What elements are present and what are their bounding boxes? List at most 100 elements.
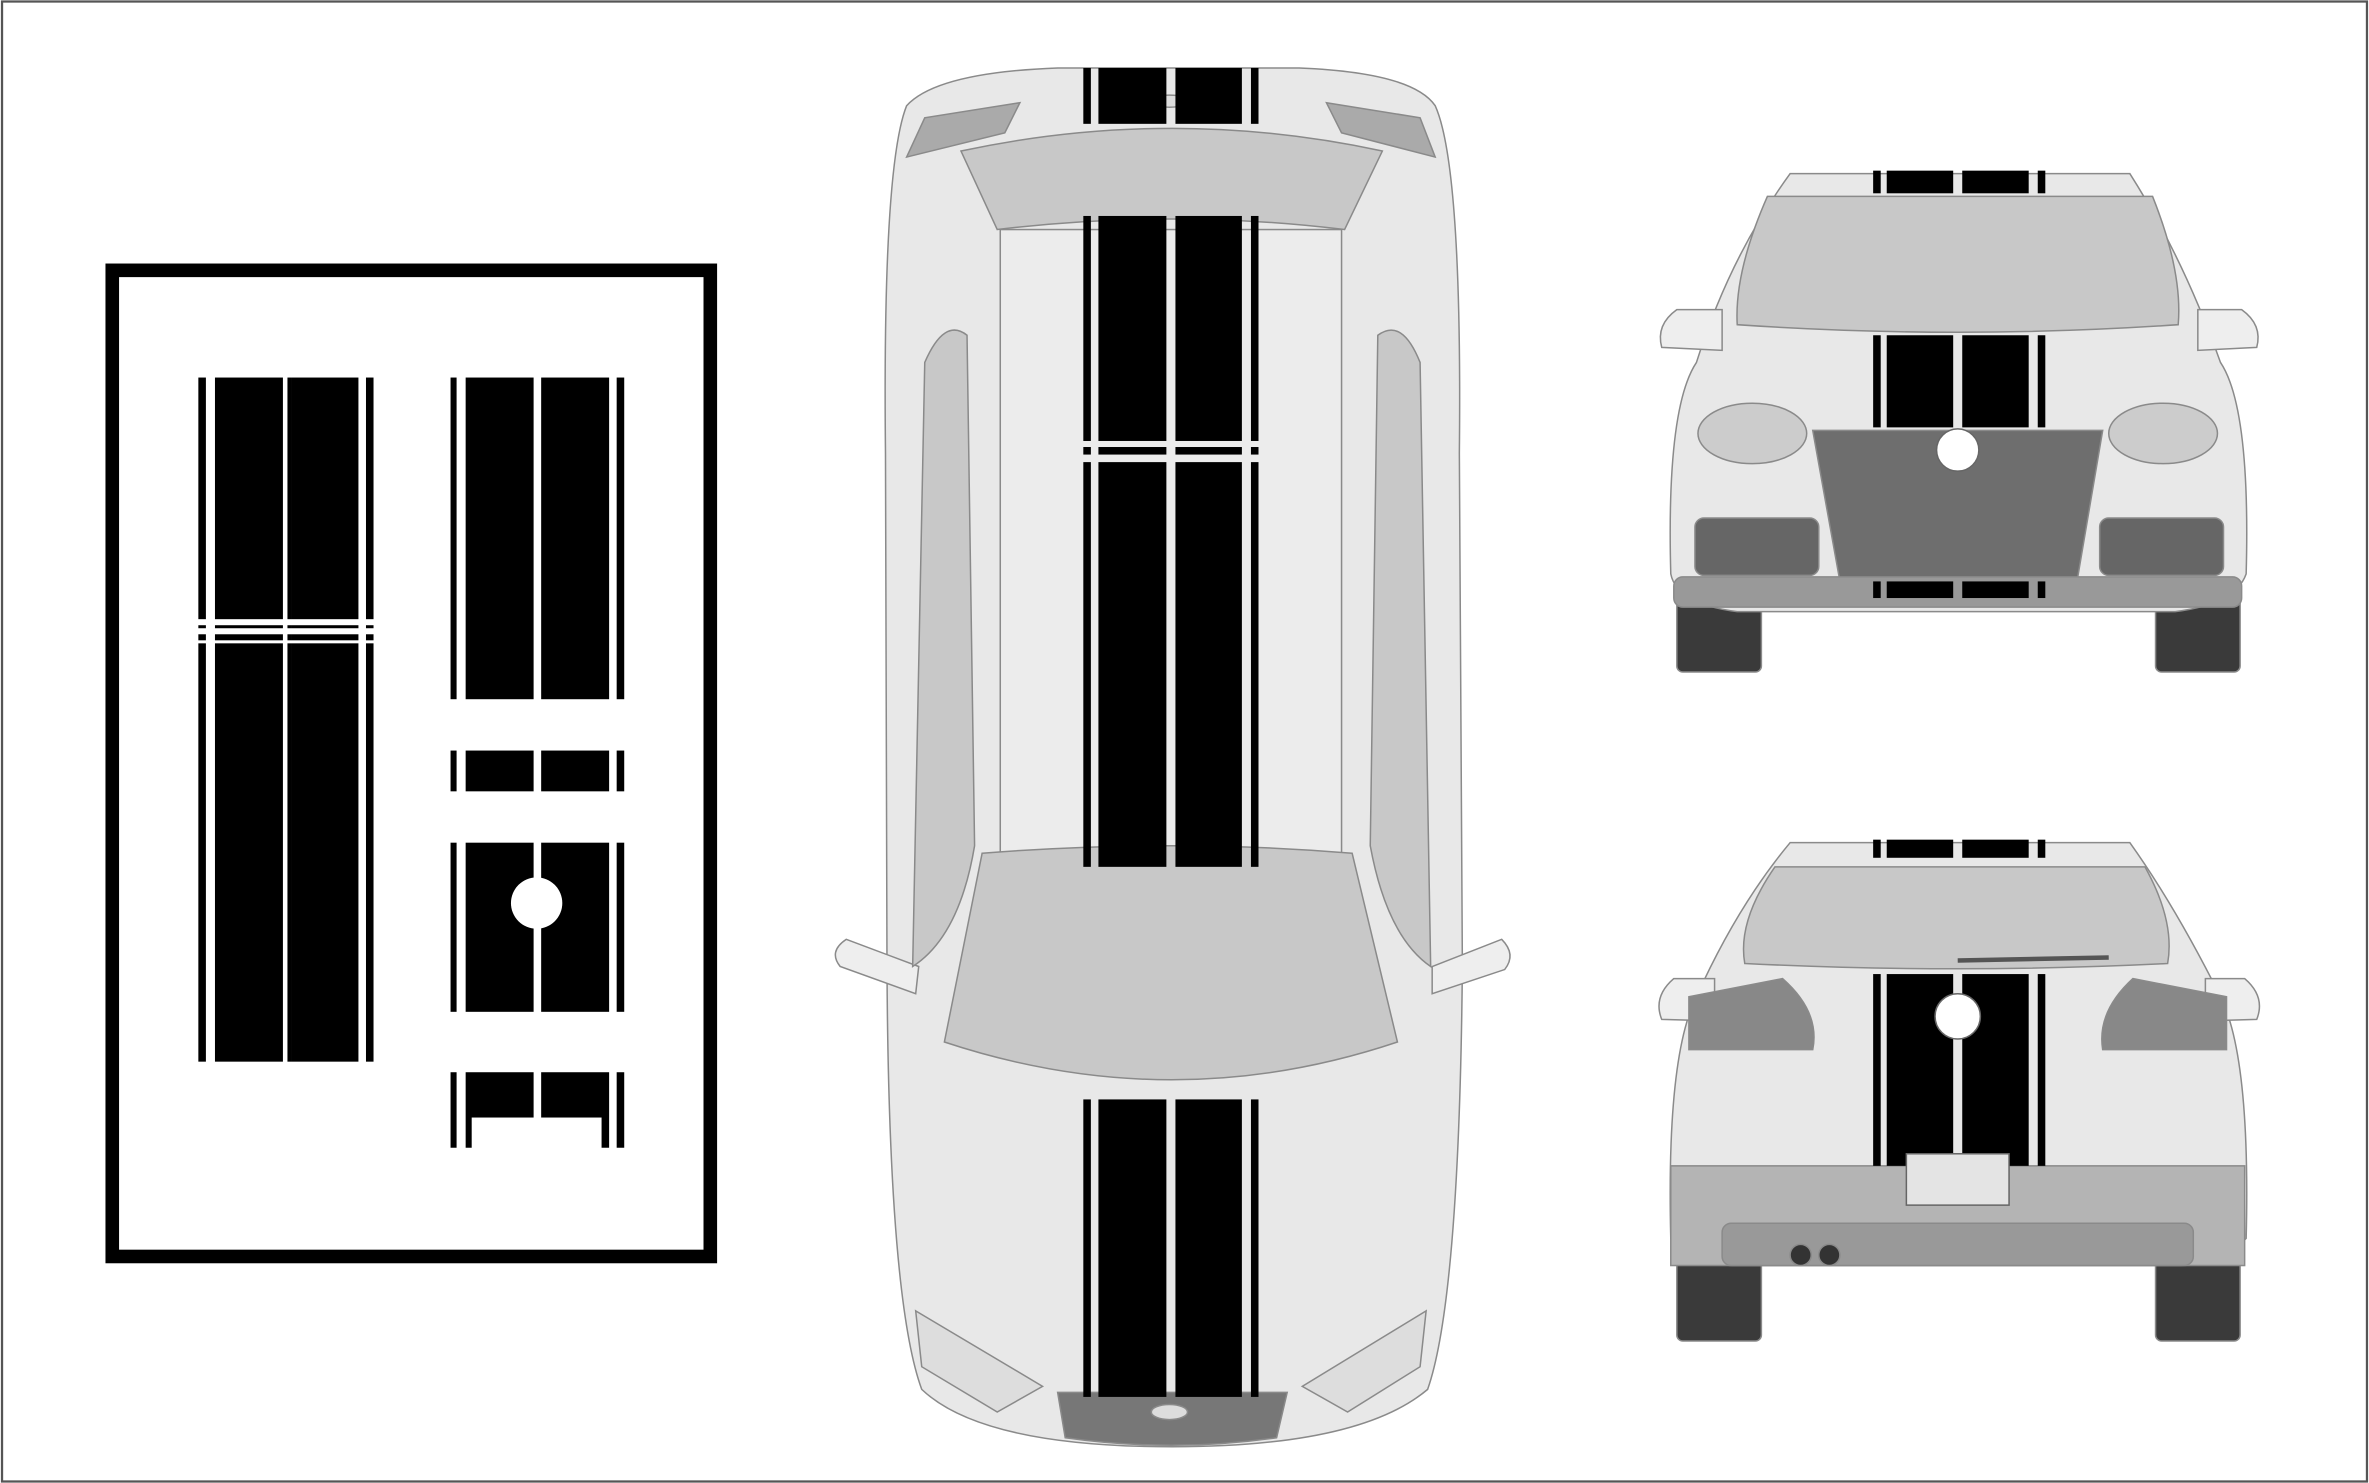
decal-stripe	[450, 1072, 457, 1148]
decal-stripe	[465, 377, 534, 700]
car-front-view	[1659, 170, 2259, 673]
car-rear-view	[1658, 839, 2261, 1342]
top-stripe	[1083, 67, 1091, 124]
front-stripe	[2037, 335, 2046, 428]
decal-stripe	[287, 643, 292, 1062]
front-windshield	[1736, 195, 2180, 333]
top-stripe	[1175, 447, 1242, 455]
top-stripe	[1250, 1099, 1259, 1397]
decal-stripe	[291, 377, 359, 620]
rear-stripe	[1962, 839, 2029, 858]
decal-stripe	[450, 377, 457, 700]
rear-badge	[1934, 992, 1982, 1040]
front-left-headlight	[1697, 402, 1808, 465]
decal-stripe	[291, 634, 359, 641]
top-stripe	[1250, 215, 1259, 441]
decal-stripe	[214, 377, 283, 620]
rear-stripe	[2037, 839, 2046, 858]
decal-stripe	[465, 750, 534, 792]
front-stripe	[1962, 581, 2029, 599]
right-mirror	[1431, 938, 1511, 995]
decal-stripe	[291, 643, 359, 1062]
rear-right-tire	[2154, 1252, 2241, 1342]
decal-stripe	[198, 643, 206, 1062]
decal-stripe	[198, 625, 206, 629]
decal-stripe	[616, 377, 625, 700]
decal-stripe	[291, 625, 359, 629]
front-left-mirror	[1659, 308, 1723, 352]
rear-window	[959, 127, 1384, 231]
top-stripe	[1250, 462, 1259, 867]
rear-stripe	[1886, 839, 1954, 858]
front-right-mirror	[2197, 308, 2259, 352]
top-stripe	[1083, 447, 1091, 455]
rear-left-taillight	[1688, 977, 1815, 1051]
top-stripe	[1098, 447, 1167, 455]
decal-stripe	[287, 625, 292, 629]
front-emblem	[1150, 1403, 1189, 1421]
decal-stripe	[198, 634, 206, 641]
decal-stripe	[541, 377, 610, 700]
top-stripe	[1098, 1099, 1167, 1397]
decal-stripe	[214, 634, 283, 641]
decal-stripe	[365, 377, 374, 620]
roof	[999, 228, 1343, 865]
front-stripe	[1886, 335, 1954, 428]
decal-stripe	[214, 643, 283, 1062]
decal-short-stripe-set	[450, 377, 625, 1148]
license-plate	[1905, 1153, 2010, 1206]
decal-long-stripe-set	[198, 377, 374, 1062]
front-stripe	[1962, 335, 2029, 428]
front-right-foglight	[2098, 517, 2225, 577]
left-exhaust	[1789, 1243, 1812, 1267]
decal-sheet-frame	[105, 263, 718, 1264]
decal-stripe	[541, 842, 610, 1012]
decal-rear-notch	[471, 1117, 602, 1151]
rear-window	[1742, 866, 2170, 970]
decal-stripe	[616, 1072, 625, 1148]
rear-spoiler-right	[1325, 101, 1437, 159]
front-stripe	[1873, 170, 1881, 194]
decal-stripe	[287, 634, 292, 641]
top-stripe	[1083, 1099, 1091, 1397]
front-left-foglight	[1694, 517, 1820, 577]
right-side-windows	[1369, 329, 1432, 968]
left-headlight	[914, 1309, 1045, 1413]
front-stripe	[1886, 581, 1954, 599]
front-stripe	[2037, 170, 2046, 194]
rear-stripe	[1873, 839, 1881, 858]
left-side-windows	[911, 329, 976, 968]
top-stripe	[1250, 447, 1259, 455]
top-stripe	[1083, 462, 1091, 867]
top-stripe	[1250, 67, 1259, 124]
top-stripe	[1175, 67, 1242, 124]
decal-stripe	[198, 377, 206, 620]
left-mirror	[834, 938, 920, 995]
rear-right-taillight	[2101, 977, 2228, 1051]
rear-stripe	[1873, 974, 1881, 1166]
front-view-racing-stripes	[1873, 170, 2046, 599]
decal-stripe	[365, 643, 374, 1062]
top-stripe	[1175, 462, 1242, 867]
top-stripe	[1098, 67, 1167, 124]
decal-stripe	[616, 842, 625, 1012]
decal-emblem-cutout	[510, 877, 563, 929]
decal-stripe	[450, 842, 457, 1012]
top-stripe	[1083, 215, 1091, 441]
rear-stripe	[2037, 974, 2046, 1166]
front-stripe	[1873, 335, 1881, 428]
rear-wiper	[1957, 955, 2109, 963]
top-stripe	[1175, 1099, 1242, 1397]
decal-stripe	[465, 842, 534, 1012]
rear-left-tire	[1676, 1252, 1763, 1342]
decal-stripe	[450, 750, 457, 792]
right-headlight	[1300, 1309, 1428, 1413]
front-right-headlight	[2107, 402, 2219, 465]
top-stripe	[1175, 215, 1242, 441]
front-badge	[1935, 428, 1980, 472]
decal-stripe	[541, 750, 610, 792]
windshield	[943, 844, 1399, 1081]
top-stripe	[1098, 462, 1167, 867]
decal-stripe	[365, 625, 374, 629]
